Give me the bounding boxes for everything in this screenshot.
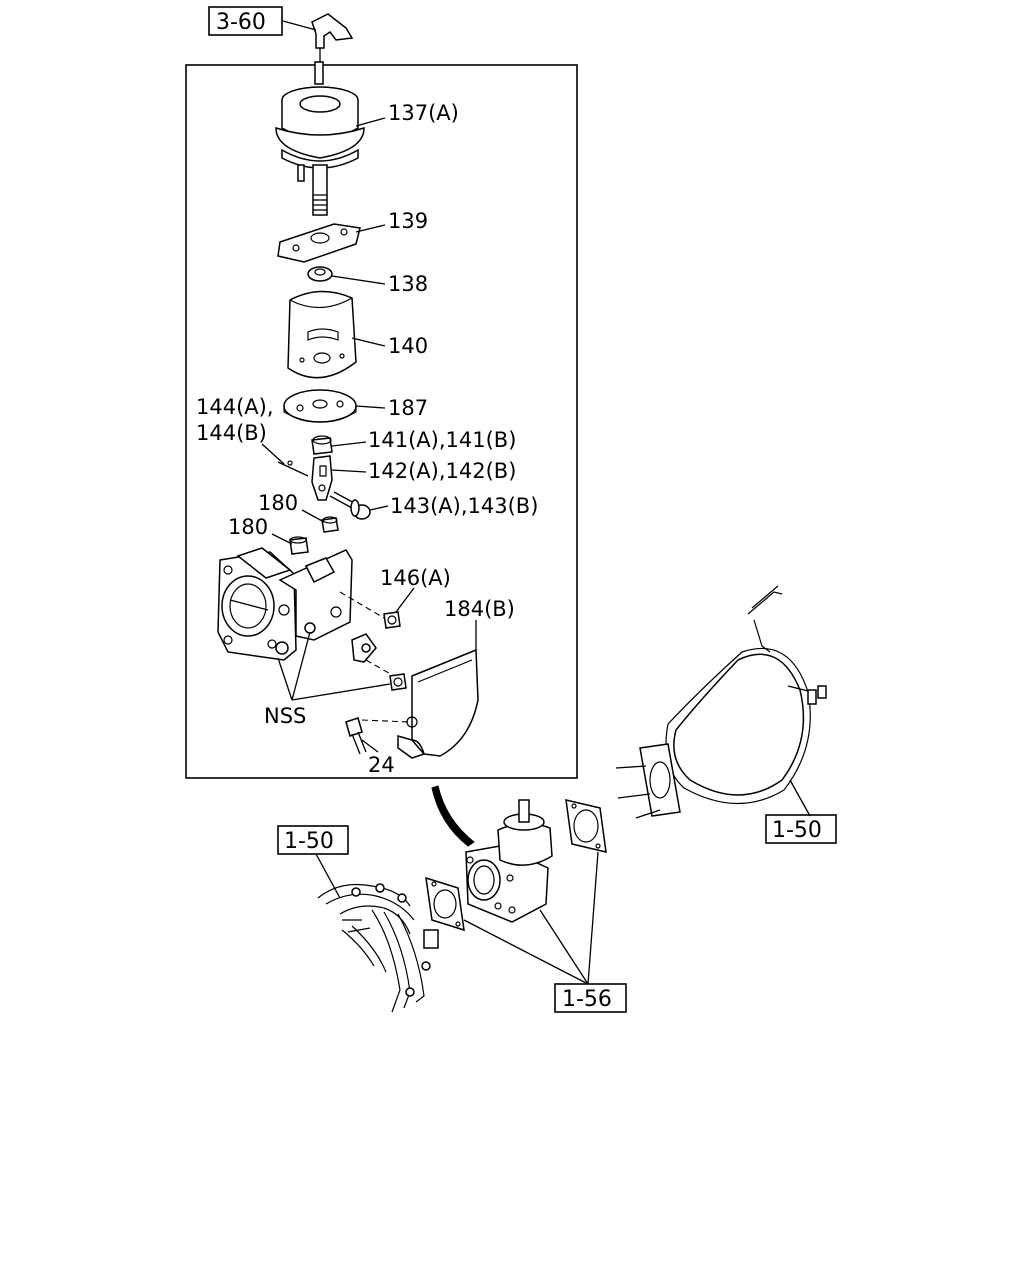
brake-unit-assembled [465,799,553,923]
ref-1-56-text: 1-56 [562,987,612,1012]
label-24: 24 [368,753,395,777]
plate-139 [277,223,361,263]
label-180-upper: 180 [258,491,298,515]
detail-frame [185,64,578,779]
label-184b: 184(B) [444,597,515,621]
ref-3-60-text: 3-60 [216,10,266,35]
nut-141 [311,435,333,455]
ref-1-50-right-text: 1-50 [772,818,822,843]
label-139: 139 [388,209,428,233]
shield-184b [397,648,479,759]
nut-180-upper [321,516,339,533]
gasket-right [565,799,607,853]
detail-pointer-arrow [431,785,475,847]
label-137a: 137(A) [388,101,459,125]
label-142: 142(A),142(B) [368,459,516,483]
label-180-lower: 180 [228,515,268,539]
label-140: 140 [388,334,428,358]
ref-1-50-left-text: 1-50 [284,829,334,854]
actuator-137a [275,61,365,216]
disc-187 [283,389,357,423]
cover-140 [287,290,357,379]
ref-1-50-right[interactable]: 1-50 [765,814,837,844]
nut-146a [383,611,401,629]
pin-143 [329,491,371,520]
ref-1-56[interactable]: 1-56 [554,983,627,1013]
label-nss: NSS [264,704,306,728]
label-144a: 144(A), [196,395,274,419]
label-187: 187 [388,396,428,420]
washer-138 [307,266,333,282]
label-146a: 146(A) [380,566,451,590]
label-138: 138 [388,272,428,296]
label-141: 141(A),141(B) [368,428,516,452]
gasket-left [425,876,465,932]
clevis-142 [311,455,333,501]
nut-nss [389,673,407,691]
pin-144 [277,460,309,477]
nut-180-lower [289,536,309,555]
exhaust-manifold-assembly [317,883,439,1013]
brake-valve-body [217,547,377,663]
muffler-pipe [615,585,827,819]
label-143: 143(A),143(B) [390,494,538,518]
bolt-24 [345,717,367,755]
ref-3-60[interactable]: 3-60 [208,6,283,36]
label-144b: 144(B) [196,421,267,445]
ref-1-50-left[interactable]: 1-50 [277,825,349,855]
